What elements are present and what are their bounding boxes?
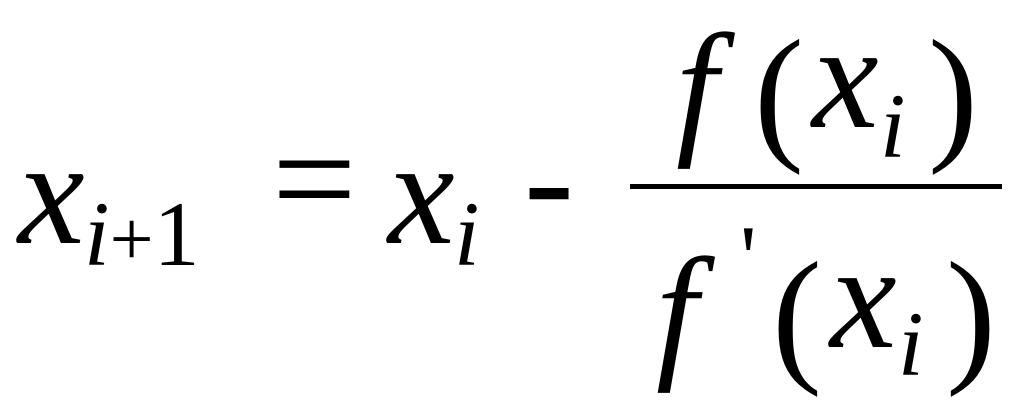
numerator-function: f	[676, 4, 718, 170]
lhs-subscript-plus: +	[109, 195, 154, 282]
numerator-subscript: i	[880, 75, 906, 177]
minus-sign: -	[524, 96, 574, 262]
denominator-open-paren: (	[772, 232, 822, 398]
denominator-subscript: i	[898, 293, 924, 395]
denominator-close-paren: )	[946, 232, 996, 398]
lhs-subscript: i+1	[84, 188, 200, 280]
denominator-variable: x	[830, 214, 897, 380]
denominator-prime: '	[740, 207, 757, 309]
numerator-variable: x	[812, 0, 879, 160]
lhs-subscript-one: 1	[153, 183, 200, 285]
equals-sign: =	[272, 96, 357, 262]
lhs-subscript-index: i	[84, 183, 110, 285]
rhs-variable: x	[388, 110, 455, 276]
denominator-function: f	[656, 228, 698, 394]
fraction-bar	[630, 184, 1002, 189]
rhs-subscript: i	[454, 183, 480, 285]
numerator-close-paren: )	[928, 10, 978, 176]
numerator-open-paren: (	[754, 10, 804, 176]
lhs-variable: x	[18, 110, 85, 276]
